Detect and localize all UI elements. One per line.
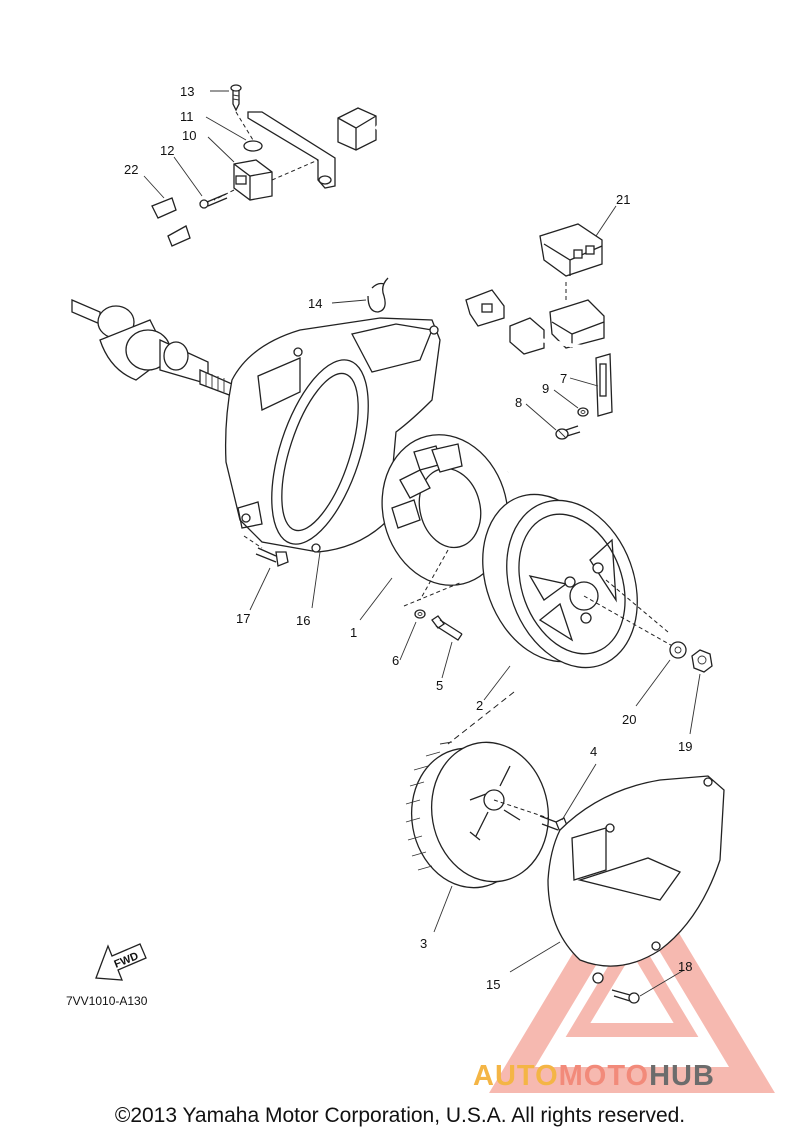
- callout-20: 20: [622, 712, 637, 727]
- cover-15-part: [547, 775, 725, 984]
- fan-3-part: [405, 741, 550, 889]
- stator-1-part: [381, 434, 509, 601]
- harness-21-part: [337, 107, 603, 300]
- plate-7-part: [595, 353, 613, 417]
- callout-16: 16: [296, 613, 311, 628]
- rotor-2-part: [482, 493, 677, 669]
- callout-7: 7: [560, 371, 568, 386]
- callout-3: 3: [420, 936, 428, 951]
- watermark-brand: AUTOMOTOHUB: [473, 1060, 715, 1093]
- harness-22-part: [147, 197, 505, 327]
- callout-18: 18: [678, 959, 693, 974]
- crankshaft-part: [71, 299, 233, 397]
- callout-22: 22: [124, 162, 139, 177]
- screw-18-part: [611, 989, 640, 1004]
- callout-4: 4: [590, 744, 598, 759]
- callout-12: 12: [160, 143, 175, 158]
- callout-9: 9: [542, 381, 550, 396]
- screw-12-part: [199, 193, 228, 209]
- callout-15: 15: [486, 977, 501, 992]
- bracket-11-part: [235, 111, 336, 189]
- copyright-notice: ©2013 Yamaha Motor Corporation, U.S.A. A…: [114, 1104, 686, 1127]
- callout-13: 13: [180, 84, 195, 99]
- screw-13-part: [230, 84, 242, 112]
- stator-connectors-part: [507, 299, 663, 474]
- brand-part-hub: HUB: [649, 1060, 715, 1092]
- leader-lines: [143, 90, 701, 997]
- nut-19-part: [691, 649, 713, 673]
- washer-20-part: [669, 641, 687, 659]
- screw-8-part: [555, 425, 581, 440]
- bolt-5-part: [431, 615, 463, 641]
- diagram-code: 7VV1010-A130: [66, 994, 148, 1008]
- callout-10: 10: [182, 128, 197, 143]
- callout-17: 17: [236, 611, 251, 626]
- callout-19: 19: [678, 739, 693, 754]
- washer-9-part: [577, 407, 589, 417]
- callout-11: 11: [180, 109, 194, 124]
- clip-14-part: [367, 277, 389, 313]
- washer-6-part: [414, 609, 426, 619]
- bolt-17-part: [243, 535, 289, 567]
- callout-8: 8: [515, 395, 523, 410]
- regulator-10-part: [213, 159, 319, 201]
- brand-part-moto: MOTO: [558, 1060, 650, 1092]
- callout-6: 6: [392, 653, 400, 668]
- callout-5: 5: [436, 678, 444, 693]
- callout-14: 14: [308, 296, 323, 311]
- callout-2: 2: [476, 698, 484, 713]
- brand-part-auto: AUTO: [473, 1060, 559, 1092]
- callout-1: 1: [350, 625, 358, 640]
- callout-21: 21: [616, 192, 631, 207]
- fwd-arrow-icon: FWD: [95, 943, 147, 981]
